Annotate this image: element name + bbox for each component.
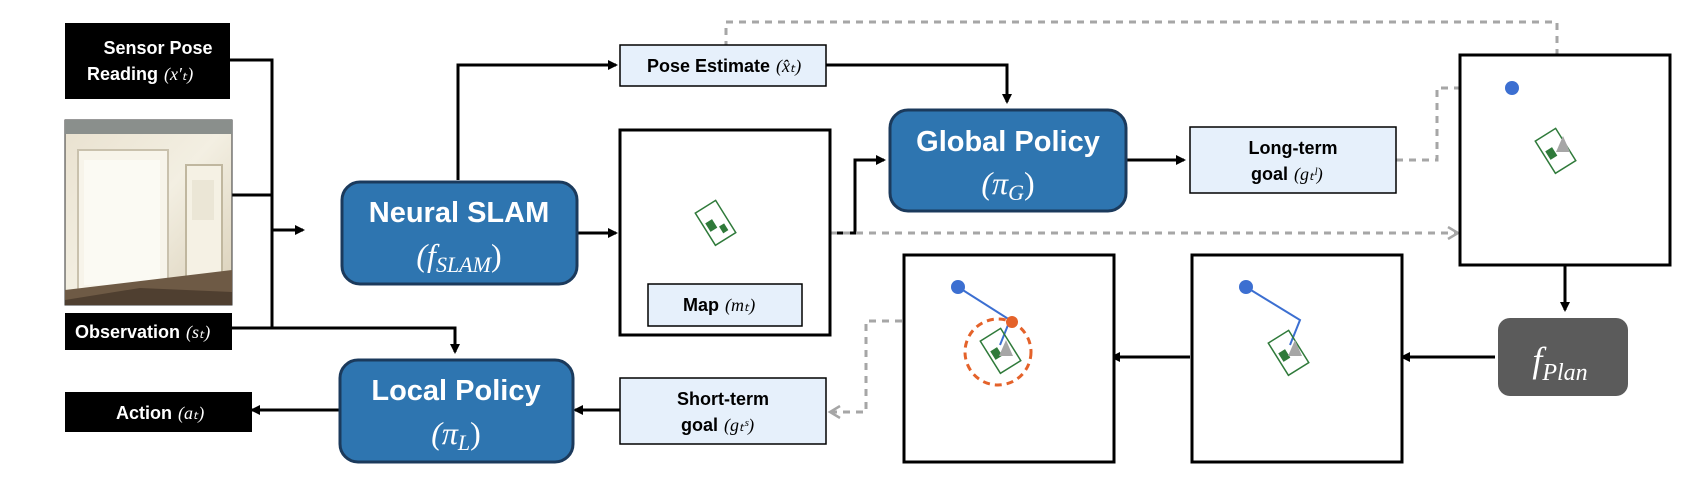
map-label-box: Map (mₜ): [647, 283, 803, 327]
connector-observation-to-slam: [232, 230, 274, 330]
map-text: Map: [683, 295, 719, 315]
action-label: Action (aₜ): [65, 392, 252, 432]
pose-estimate-text: Pose Estimate: [647, 56, 770, 76]
connector-pose-to-global-policy: [826, 63, 1012, 104]
observation-label: Observation (sₜ): [65, 313, 232, 350]
connector-observation-to-local-policy: [272, 326, 460, 354]
sensor-pose-line1: Sensor Pose: [103, 38, 212, 58]
local-policy-module: Local Policy (πL): [338, 358, 575, 464]
local-policy-title: Local Policy: [371, 375, 540, 407]
observation-symbol: (sₜ): [186, 322, 210, 343]
dashed-pose-to-map: [724, 20, 1557, 140]
subgoal-panel: [902, 253, 1116, 464]
long-term-goal-dot: [1505, 81, 1519, 95]
planned-path-panel: [1190, 253, 1404, 464]
short-term-goal-line1: Short-term: [677, 389, 769, 409]
agent-arrow-icon: [1556, 136, 1570, 152]
path-agent-arrow-icon: [1288, 340, 1302, 356]
subgoal-agent-arrow-icon: [999, 340, 1013, 356]
short-term-goal-line2: goal: [681, 415, 718, 435]
short-term-goal-box: Short-term goal (gₜˢ): [619, 377, 827, 445]
observation-photo: [64, 119, 233, 306]
observation-text: Observation: [75, 322, 180, 342]
long-term-goal-line1: Long-term: [1249, 138, 1338, 158]
planner-module: fPlan: [1498, 318, 1628, 396]
short-term-goal-dot: [1006, 316, 1018, 328]
local-window-circle: [963, 317, 1033, 387]
planner-symbol: fPlan: [1532, 340, 1587, 386]
long-term-goal-box: Long-term goal (gₜˡ): [1189, 126, 1397, 194]
pose-estimate-box: Pose Estimate (x̂ₜ): [619, 44, 827, 87]
connector-sensor-to-slam: [230, 58, 305, 235]
short-term-goal-symbol: (gₜˢ): [724, 415, 754, 436]
global-policy-module: Global Policy (πG): [888, 108, 1128, 213]
neural-slam-module: Neural SLAM (fSLAM): [340, 180, 579, 286]
action-text: Action: [116, 403, 172, 423]
action-symbol: (aₜ): [178, 403, 204, 424]
long-term-goal-symbol: (gₜˡ): [1294, 164, 1323, 185]
sensor-pose-symbol: (x′ₜ): [164, 64, 193, 85]
neural-slam-symbol: (fSLAM): [416, 237, 501, 277]
pose-estimate-symbol: (x̂ₜ): [776, 56, 801, 77]
global-map-panel: [1458, 53, 1672, 267]
connector-slam-to-pose-estimate: [456, 60, 618, 180]
connector-map-to-global-policy: [830, 155, 886, 235]
local-policy-symbol: (πL): [431, 415, 481, 455]
map-panel: Map (mₜ): [618, 128, 832, 337]
neural-slam-title: Neural SLAM: [369, 197, 549, 229]
global-policy-symbol: (πG): [981, 165, 1034, 205]
long-term-goal-line2: goal: [1251, 164, 1288, 184]
global-policy-title: Global Policy: [916, 126, 1100, 158]
map-sketch: [694, 199, 737, 247]
sensor-pose-reading: Sensor Pose Reading (x′ₜ): [65, 23, 230, 99]
map-symbol: (mₜ): [725, 295, 755, 316]
sensor-pose-line2: Reading: [87, 64, 158, 84]
